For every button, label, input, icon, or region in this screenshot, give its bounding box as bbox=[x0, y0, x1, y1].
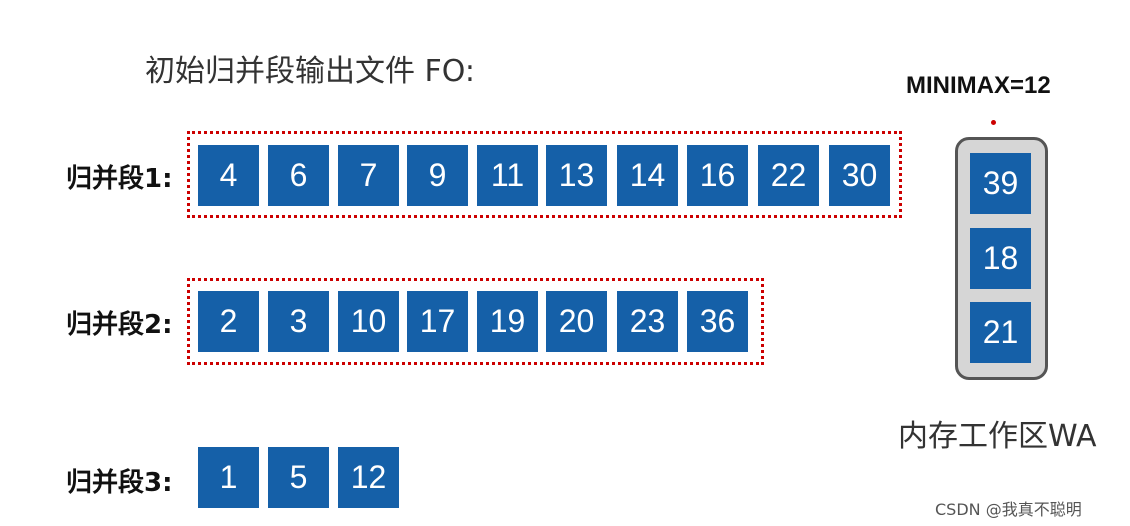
run-2-cell: 19 bbox=[477, 291, 538, 352]
run-2-cell: 36 bbox=[687, 291, 748, 352]
run-2-cell: 23 bbox=[617, 291, 678, 352]
run-1-cell: 4 bbox=[198, 145, 259, 206]
watermark: CSDN @我真不聪明 bbox=[935, 500, 1082, 519]
output-file-title: 初始归并段输出文件 FO: bbox=[145, 54, 475, 89]
run-1-cell: 7 bbox=[338, 145, 399, 206]
run-3-cell: 12 bbox=[338, 447, 399, 508]
run-2-cell: 20 bbox=[546, 291, 607, 352]
workspace-cell: 39 bbox=[970, 153, 1031, 214]
run-1-label: 归并段1: bbox=[66, 164, 173, 194]
run-1-dotted-box bbox=[187, 131, 902, 218]
run-2-cell: 17 bbox=[407, 291, 468, 352]
run-2-dotted-box bbox=[187, 278, 764, 365]
run-2-cell: 2 bbox=[198, 291, 259, 352]
workspace-cell: 18 bbox=[970, 228, 1031, 289]
run-1-cell: 22 bbox=[758, 145, 819, 206]
run-1-cell: 16 bbox=[687, 145, 748, 206]
run-3-cell: 5 bbox=[268, 447, 329, 508]
run-1-cell: 14 bbox=[617, 145, 678, 206]
run-1-cell: 13 bbox=[546, 145, 607, 206]
workspace-label: 内存工作区WA bbox=[898, 419, 1097, 454]
run-3-label: 归并段3: bbox=[66, 468, 173, 498]
workspace-cell: 21 bbox=[970, 302, 1031, 363]
run-2-cell: 3 bbox=[268, 291, 329, 352]
run-1-cell: 11 bbox=[477, 145, 538, 206]
run-1-cell: 30 bbox=[829, 145, 890, 206]
minimax-label: MINIMAX=12 bbox=[906, 72, 1051, 99]
run-1-cell: 6 bbox=[268, 145, 329, 206]
pointer-dot bbox=[991, 120, 996, 125]
run-3-cell: 1 bbox=[198, 447, 259, 508]
run-1-cell: 9 bbox=[407, 145, 468, 206]
run-2-label: 归并段2: bbox=[66, 310, 173, 340]
run-2-cell: 10 bbox=[338, 291, 399, 352]
